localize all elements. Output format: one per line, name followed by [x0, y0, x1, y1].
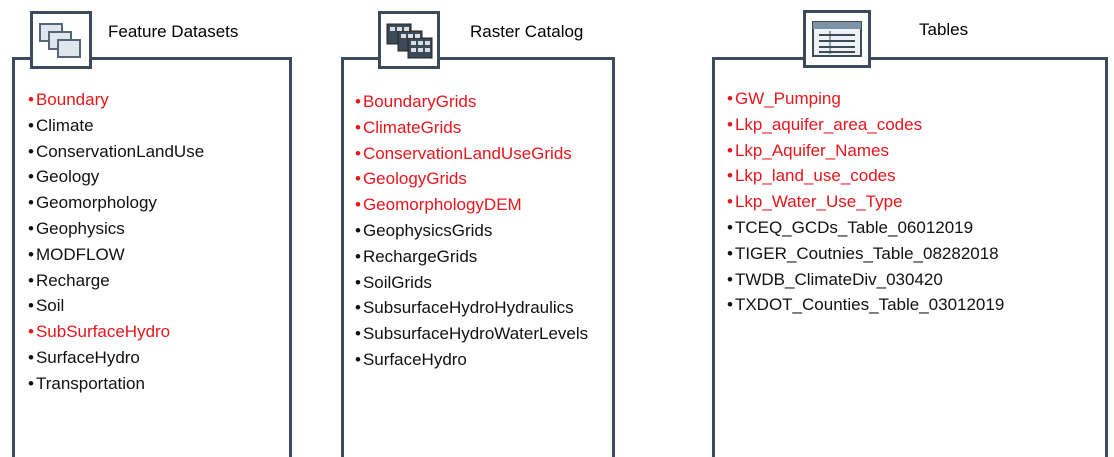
raster-catalog-icon [378, 11, 440, 69]
panel-title-tables: Tables [919, 20, 969, 39]
list-item: Lkp_land_use_codes [727, 163, 1004, 189]
list-item: Boundary [28, 87, 204, 113]
list-item: ClimateGrids [355, 115, 588, 141]
list-item: Recharge [28, 268, 204, 294]
table-icon [803, 10, 871, 68]
list-item: Climate [28, 113, 204, 139]
raster-catalog-list: BoundaryGridsClimateGridsConservationLan… [355, 89, 588, 373]
list-item: SubSurfaceHydro [28, 319, 204, 345]
list-item: SurfaceHydro [355, 347, 588, 373]
list-item: ConservationLandUseGrids [355, 141, 588, 167]
list-item: SoilGrids [355, 270, 588, 296]
list-item: Transportation [28, 371, 204, 397]
list-item: Geology [28, 164, 204, 190]
list-item: Soil [28, 293, 204, 319]
list-item: TXDOT_Counties_Table_03012019 [727, 292, 1004, 318]
list-item: TWDB_ClimateDiv_030420 [727, 267, 1004, 293]
list-item: Lkp_Aquifer_Names [727, 138, 1004, 164]
list-item: GeologyGrids [355, 166, 588, 192]
list-item: TIGER_Coutnies_Table_08282018 [727, 241, 1004, 267]
list-item: ConservationLandUse [28, 139, 204, 165]
list-item: SubsurfaceHydroWaterLevels [355, 321, 588, 347]
feature-dataset-icon [30, 11, 92, 69]
list-item: Geophysics [28, 216, 204, 242]
list-item: Lkp_Water_Use_Type [727, 189, 1004, 215]
list-item: GeophysicsGrids [355, 218, 588, 244]
tables-list: GW_PumpingLkp_aquifer_area_codesLkp_Aqui… [727, 86, 1004, 318]
list-item: Lkp_aquifer_area_codes [727, 112, 1004, 138]
panel-title-feature-datasets: Feature Datasets [108, 22, 239, 41]
list-item: SurfaceHydro [28, 345, 204, 371]
list-item: SubsurfaceHydroHydraulics [355, 295, 588, 321]
panel-title-raster-catalog: Raster Catalog [470, 22, 584, 41]
list-item: RechargeGrids [355, 244, 588, 270]
list-item: TCEQ_GCDs_Table_06012019 [727, 215, 1004, 241]
list-item: BoundaryGrids [355, 89, 588, 115]
list-item: Geomorphology [28, 190, 204, 216]
list-item: GeomorphologyDEM [355, 192, 588, 218]
list-item: MODFLOW [28, 242, 204, 268]
feature-datasets-list: BoundaryClimateConservationLandUseGeolog… [28, 87, 204, 397]
list-item: GW_Pumping [727, 86, 1004, 112]
